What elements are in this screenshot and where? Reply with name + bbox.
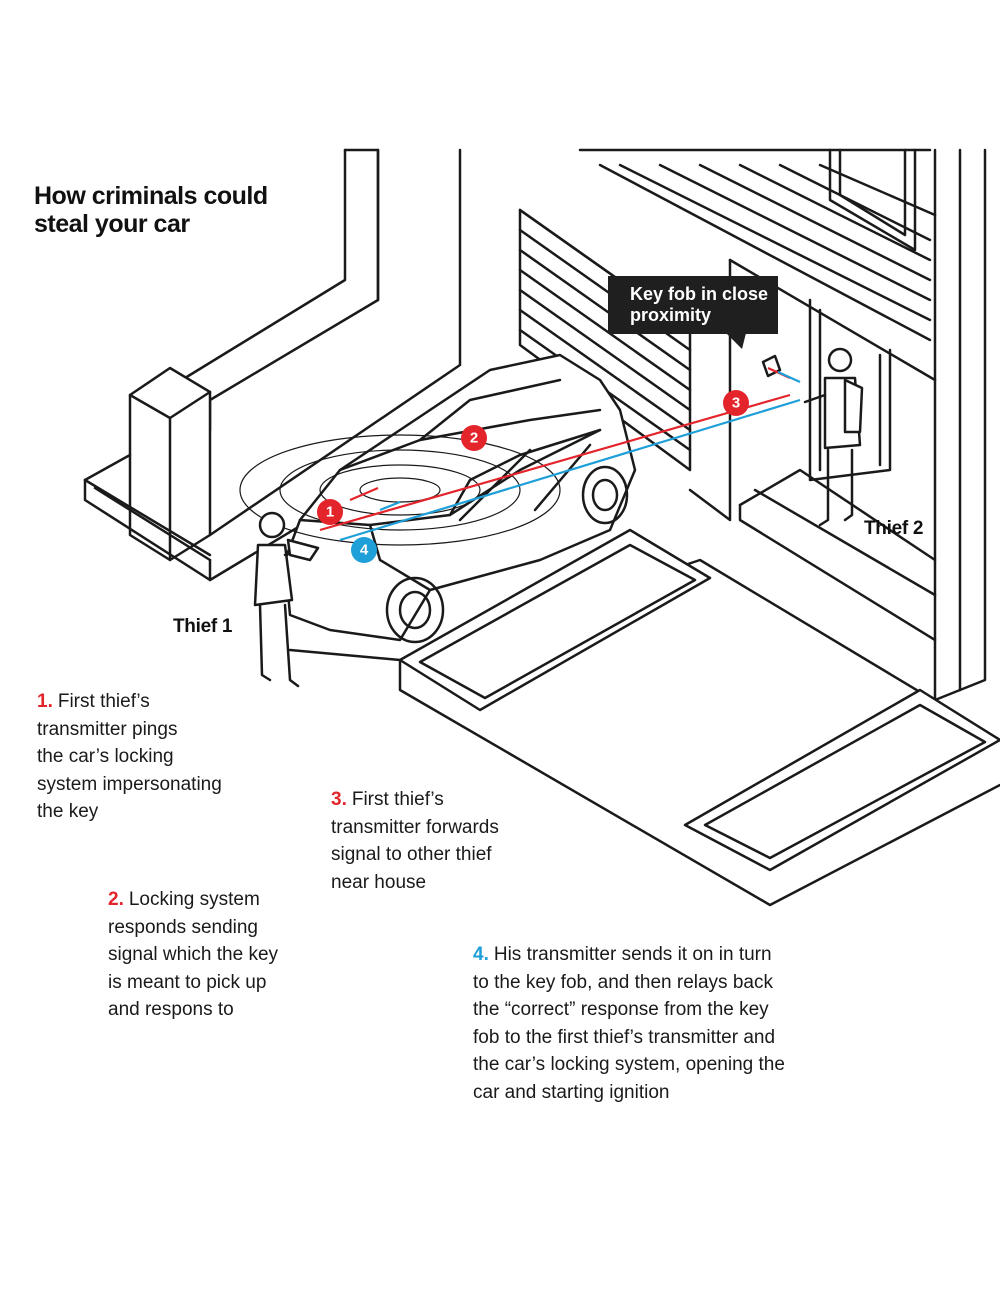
- badge-1: 1: [317, 499, 343, 525]
- step-4-number: 4.: [473, 944, 489, 965]
- thief-1-label: Thief 1: [173, 616, 233, 637]
- svg-text:1: 1: [326, 504, 334, 521]
- signal-paths: [319, 366, 801, 542]
- thief-1-figure: [253, 511, 320, 688]
- step-4-text: His transmitter sends it on in turn to t…: [473, 944, 785, 1103]
- step-2-text: Locking system responds sending signal w…: [108, 889, 279, 1020]
- badge-2: 2: [461, 425, 487, 451]
- house: [578, 148, 987, 702]
- step-2-number: 2.: [108, 889, 124, 910]
- step-3-text: First thief’s transmitter forwards signa…: [331, 789, 499, 893]
- badge-4: 4: [351, 537, 377, 563]
- step-1-number: 1.: [37, 691, 53, 712]
- thief-2-figure: [803, 347, 864, 527]
- page-title: How criminals could steal your car: [34, 182, 268, 238]
- step-4: 4.His transmitter sends it on in turn to…: [473, 941, 833, 1106]
- callout-tail: [726, 333, 746, 349]
- svg-text:4: 4: [360, 542, 369, 559]
- svg-text:2: 2: [470, 430, 478, 447]
- step-1-text: First thief’s transmitter pings the car’…: [37, 691, 222, 822]
- thief-2-label: Thief 2: [864, 518, 924, 539]
- step-1: 1.First thief’s transmitter pings the ca…: [37, 688, 277, 826]
- ground: [288, 528, 1000, 907]
- step-3-number: 3.: [331, 789, 347, 810]
- step-2: 2.Locking system responds sending signal…: [108, 886, 348, 1024]
- step-3: 3.First thief’s transmitter forwards sig…: [331, 786, 571, 896]
- badge-3: 3: [723, 390, 749, 416]
- key-fob-callout: Key fob in close proximity: [608, 276, 778, 334]
- svg-text:3: 3: [732, 395, 740, 412]
